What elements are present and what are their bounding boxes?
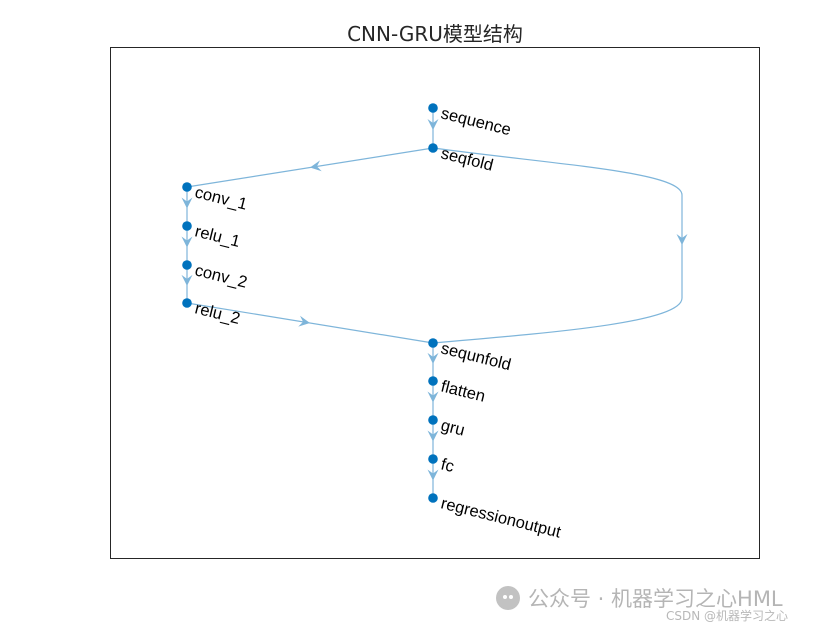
arrow-icon <box>310 160 322 172</box>
plot-frame <box>110 47 760 559</box>
node-label-relu_2: relu_2 <box>193 299 242 328</box>
node-label-flatten: flatten <box>439 377 487 405</box>
arrow-icon <box>181 197 193 209</box>
node-label-regressionoutput: regressionoutput <box>439 494 563 541</box>
watermark: 公众号 · 机器学习之心HML <box>496 583 783 613</box>
node-conv_2[interactable] <box>182 260 192 270</box>
csdn-watermark: CSDN @机器学习之心 <box>666 609 789 623</box>
node-sequnfold[interactable] <box>428 338 438 348</box>
arrow-icon <box>676 234 688 245</box>
labels-layer: sequence seqfold conv_1 relu_1 conv_2 relu_2s… <box>193 104 563 541</box>
node-relu_1[interactable] <box>182 221 192 231</box>
node-label-gru: gru <box>439 416 467 439</box>
node-conv_1[interactable] <box>182 182 192 192</box>
node-label-seqfold: seqfold <box>439 144 495 174</box>
node-fc[interactable] <box>428 454 438 464</box>
node-gru[interactable] <box>428 415 438 425</box>
node-regressionoutput[interactable] <box>428 493 438 503</box>
arrow-icon <box>427 430 439 442</box>
arrow-icon <box>181 236 193 248</box>
node-flatten[interactable] <box>428 376 438 386</box>
edge-seqfold-to-sequnfold <box>432 147 683 344</box>
watermark-text: 公众号 · 机器学习之心HML <box>528 587 783 611</box>
node-relu_2[interactable] <box>182 298 192 308</box>
node-label-fc: fc <box>439 455 456 476</box>
node-label-sequence: sequence <box>439 104 513 139</box>
arrow-icon <box>427 469 439 481</box>
node-label-conv_1: conv_1 <box>193 183 249 213</box>
edges-layer <box>181 108 688 498</box>
node-seqfold[interactable] <box>428 143 438 153</box>
arrow-icon <box>181 274 193 286</box>
node-label-sequnfold: sequnfold <box>439 339 513 374</box>
node-sequence[interactable] <box>428 103 438 113</box>
wechat-icon <box>496 586 520 610</box>
node-label-conv_2: conv_2 <box>193 261 249 291</box>
arrow-icon <box>427 352 439 364</box>
arrow-icon <box>427 119 439 130</box>
node-label-relu_1: relu_1 <box>193 222 242 251</box>
nodes-layer <box>182 103 438 503</box>
arrow-icon <box>427 391 439 403</box>
diagram-title: CNN-GRU模型结构 <box>347 22 523 46</box>
arrow-icon <box>298 315 310 327</box>
